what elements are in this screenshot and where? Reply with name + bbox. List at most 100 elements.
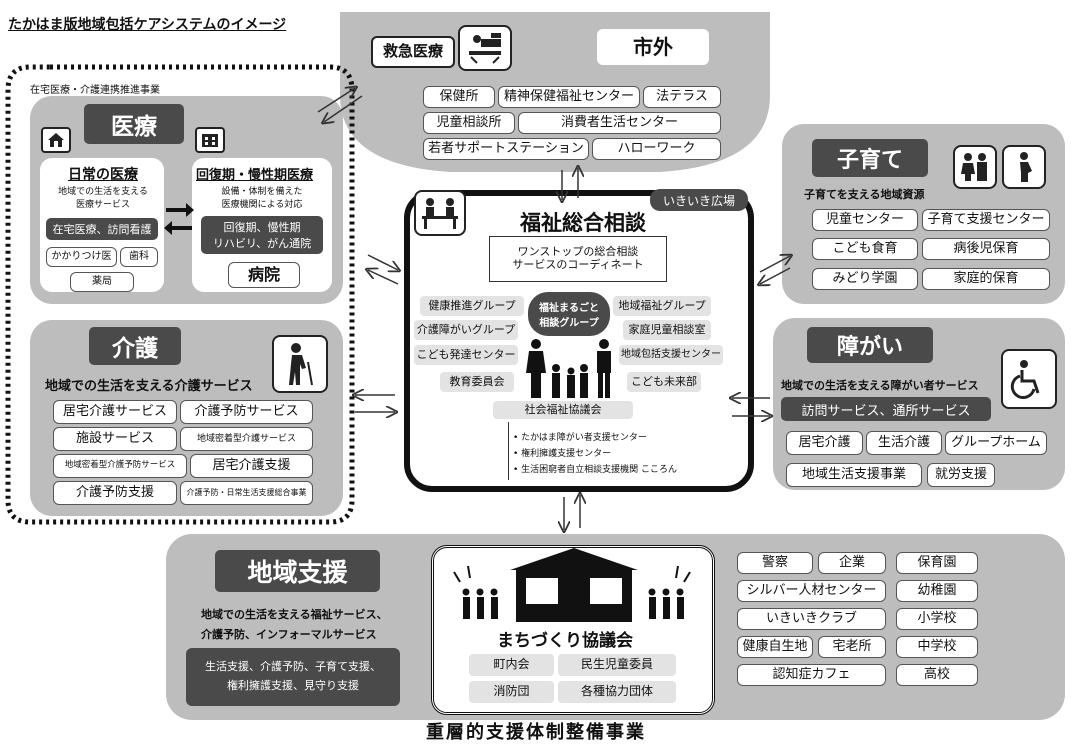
house-icon bbox=[453, 548, 691, 622]
org-item: シルバー人材センター bbox=[737, 580, 886, 602]
home-icon bbox=[41, 127, 71, 153]
ikiiki-tag: いきいき広場 bbox=[650, 189, 748, 211]
top-item: 法テラス bbox=[643, 86, 721, 108]
outside-city-box: 市外 bbox=[597, 29, 709, 65]
care-item: 介護予防支援 bbox=[53, 481, 177, 505]
community-services: 生活支援、介護予防、子育て支援、 権利擁護支援、見守り支援 bbox=[186, 648, 400, 706]
child-item: 子育て支援センター bbox=[922, 209, 1050, 231]
medical-arrows bbox=[164, 203, 194, 235]
left-group: 介護障がいグループ bbox=[414, 320, 518, 340]
elderly-icon bbox=[272, 335, 328, 393]
council-member: • 生活困窮者自立相談支援機関 こころん bbox=[513, 465, 678, 475]
community-title: 地域支援 bbox=[215, 550, 380, 592]
council-item: 町内会 bbox=[469, 654, 554, 676]
ambulance-icon bbox=[458, 25, 512, 71]
home-nursing: 在宅医療、訪問看護 bbox=[46, 218, 158, 240]
daily-care-desc: 地域での生活を支える 医療サービス bbox=[58, 187, 148, 210]
recovery-care-title: 回復期・慢性期医療 bbox=[196, 168, 314, 183]
left-group: 健康推進グループ bbox=[420, 296, 524, 316]
disability-item: 居宅介護 bbox=[786, 431, 863, 455]
outside-city-label: 市外 bbox=[633, 34, 673, 59]
right-group: 地域包括支援センター bbox=[619, 345, 723, 365]
child-item: こども食育 bbox=[812, 238, 918, 260]
council-title: まちづくり協議会 bbox=[497, 631, 633, 651]
child-item: 病後児保育 bbox=[922, 238, 1050, 260]
top-item: ハローワーク bbox=[592, 138, 721, 160]
org-item: 宅老所 bbox=[818, 636, 886, 658]
council-item: 消防団 bbox=[469, 681, 554, 703]
top-item: 児童相談所 bbox=[423, 112, 515, 134]
disability-item: グループホーム bbox=[945, 431, 1047, 455]
org-item: 警察 bbox=[737, 552, 813, 574]
org-item: 幼稚園 bbox=[896, 580, 978, 602]
right-group: こども未来部 bbox=[627, 372, 701, 392]
org-item: いきいきクラブ bbox=[737, 608, 886, 630]
top-item: 消費者生活センター bbox=[518, 112, 721, 134]
recovery-care-desc: 設備・体制を備えた 医療機関による対応 bbox=[221, 187, 303, 210]
onestop-box: ワンストップの総合相談 サービスのコーディネート bbox=[489, 236, 667, 282]
dental: 歯科 bbox=[120, 247, 158, 267]
consultation-icon bbox=[414, 190, 466, 236]
right-group: 家庭児童相談室 bbox=[623, 320, 711, 340]
org-item: 健康自生地 bbox=[737, 636, 813, 658]
bottom-label: 重層的支援体制整備事業 bbox=[426, 722, 646, 743]
community-subtitle: 地域での生活を支える福祉サービス、 介護予防、インフォーマルサービス bbox=[201, 608, 388, 641]
care-item: 居宅介護サービス bbox=[53, 400, 177, 424]
care-subtitle: 地域での生活を支える介護サービス bbox=[45, 379, 253, 394]
page-title: たかはま版地域包括ケアシステムのイメージ bbox=[8, 17, 287, 33]
disability-subtitle: 地域での生活を支える障がい者サービス bbox=[781, 379, 979, 392]
recovery-service: 回復期、慢性期 リハビリ、がん通院 bbox=[201, 216, 323, 254]
medical-title: 医療 bbox=[84, 104, 184, 144]
care-item: 施設サービス bbox=[53, 427, 177, 451]
org-item: 高校 bbox=[896, 664, 978, 686]
disability-item: 生活介護 bbox=[866, 431, 942, 455]
home-care-label: 在宅医療・介護連携推進事業 bbox=[30, 85, 160, 96]
disability-item: 就労支援 bbox=[927, 463, 995, 487]
consultation-title: 福祉総合相談 bbox=[520, 211, 646, 235]
top-item: 若者サポートステーション bbox=[423, 138, 589, 160]
clinic: かかりつけ医 bbox=[46, 247, 117, 267]
child-item: 児童センター bbox=[812, 209, 918, 231]
care-item: 居宅介護支援 bbox=[190, 454, 313, 478]
visit-services: 訪問サービス、通所サービス bbox=[781, 397, 991, 421]
pregnant-icon bbox=[1002, 145, 1046, 189]
core-group: 福祉まるごと 相談グループ bbox=[528, 292, 610, 336]
council-member: • たかはま障がい者支援センター bbox=[513, 433, 647, 443]
council-member: • 権利擁護支援センター bbox=[513, 449, 612, 459]
care-item: 地域密着型介護予防サービス bbox=[53, 454, 187, 478]
org-item: 中学校 bbox=[896, 636, 978, 658]
disability-title: 障がい bbox=[807, 327, 933, 363]
org-item: 認知症カフェ bbox=[737, 664, 886, 686]
family-icon bbox=[526, 339, 611, 398]
emergency-box: 救急医療 bbox=[371, 36, 455, 68]
council-item: 民生児童委員 bbox=[558, 654, 676, 676]
right-group: 地域福祉グループ bbox=[613, 296, 711, 316]
org-item: 小学校 bbox=[896, 608, 978, 630]
care-item: 地域密着型介護サービス bbox=[180, 427, 313, 451]
disability-item: 地域生活支援事業 bbox=[786, 463, 922, 487]
welfare-council: 社会福祉協議会 bbox=[493, 401, 633, 419]
hospital: 病院 bbox=[228, 262, 300, 288]
council-item: 各種協力団体 bbox=[558, 681, 676, 703]
child-title: 子育て bbox=[812, 139, 928, 177]
wheelchair-icon bbox=[1001, 349, 1057, 409]
pharmacy: 薬局 bbox=[70, 272, 134, 292]
care-title: 介護 bbox=[89, 327, 181, 365]
left-group: こども発達センター bbox=[414, 345, 518, 365]
daily-care-title: 日常の医療 bbox=[68, 167, 138, 183]
top-item: 保健所 bbox=[423, 86, 495, 108]
care-item: 介護予防・日常生活支援総合事業 bbox=[180, 481, 313, 505]
care-item: 介護予防サービス bbox=[180, 400, 313, 424]
emergency-label: 救急医療 bbox=[382, 42, 443, 61]
top-item: 精神保健福祉センター bbox=[498, 86, 640, 108]
org-item: 保育園 bbox=[896, 552, 978, 574]
child-subtitle: 子育てを支える地域資源 bbox=[804, 188, 925, 201]
council-members bbox=[508, 422, 708, 480]
org-item: 企業 bbox=[818, 552, 886, 574]
people-icon bbox=[953, 145, 997, 189]
child-item: 家庭的保育 bbox=[922, 268, 1050, 290]
hospital-icon bbox=[195, 127, 225, 153]
left-group: 教育委員会 bbox=[440, 372, 514, 392]
